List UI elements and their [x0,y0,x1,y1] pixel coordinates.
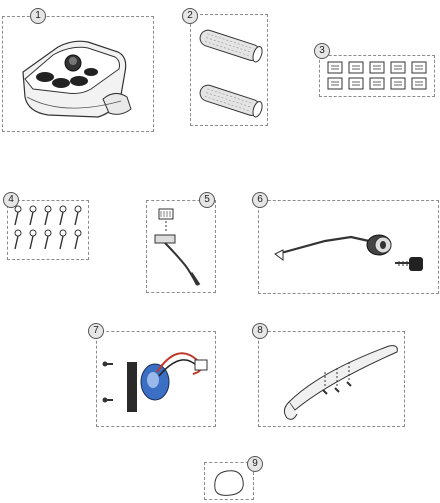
screw [29,229,37,250]
screw [59,229,67,250]
screw [44,205,52,226]
part-panel-3 [319,55,435,97]
screw [14,229,22,250]
switch-cap [348,61,364,74]
switch-cap [369,77,385,90]
screws-drawing [14,205,82,250]
screw [29,205,37,226]
switch-cap [411,61,427,74]
part-number-badge-4: 4 [3,192,19,208]
screw [74,205,82,226]
part-panel-7 [96,331,216,427]
part-panel-1 [2,16,154,132]
switch-cap [411,77,427,90]
part-number-badge-2: 2 [182,8,198,24]
part-number-badge-9: 9 [247,456,263,472]
switch-cap [390,77,406,90]
switch-cap [327,77,343,90]
part-panel-5 [146,200,216,293]
switch-cap [348,77,364,90]
part-panel-4 [7,200,89,260]
part-number-badge-6: 6 [252,192,268,208]
part-number-badge-8: 8 [252,323,268,339]
handle-bar-drawing [283,345,398,420]
cable-connector-drawing [154,208,201,286]
part-panel-9 [204,462,254,500]
part-panel-6 [258,200,439,294]
part-number-badge-5: 5 [199,192,215,208]
switch-caps-drawing [327,61,427,90]
part-panel-2 [190,14,268,126]
screw [74,229,82,250]
part-number-badge-3: 3 [314,43,330,59]
part-number-badge-1: 1 [30,8,46,24]
screw [59,205,67,226]
pad-drawing [214,470,244,496]
control-unit-drawing [22,40,132,118]
part-number-badge-7: 7 [88,323,104,339]
screw [44,229,52,250]
joystick-module-drawing [102,352,208,412]
key-lock-drawing [274,234,423,271]
screw [14,205,22,226]
switch-cap [390,61,406,74]
switch-cap [327,61,343,74]
grips-drawing [199,29,263,118]
part-panel-8 [258,331,405,427]
switch-cap [369,61,385,74]
